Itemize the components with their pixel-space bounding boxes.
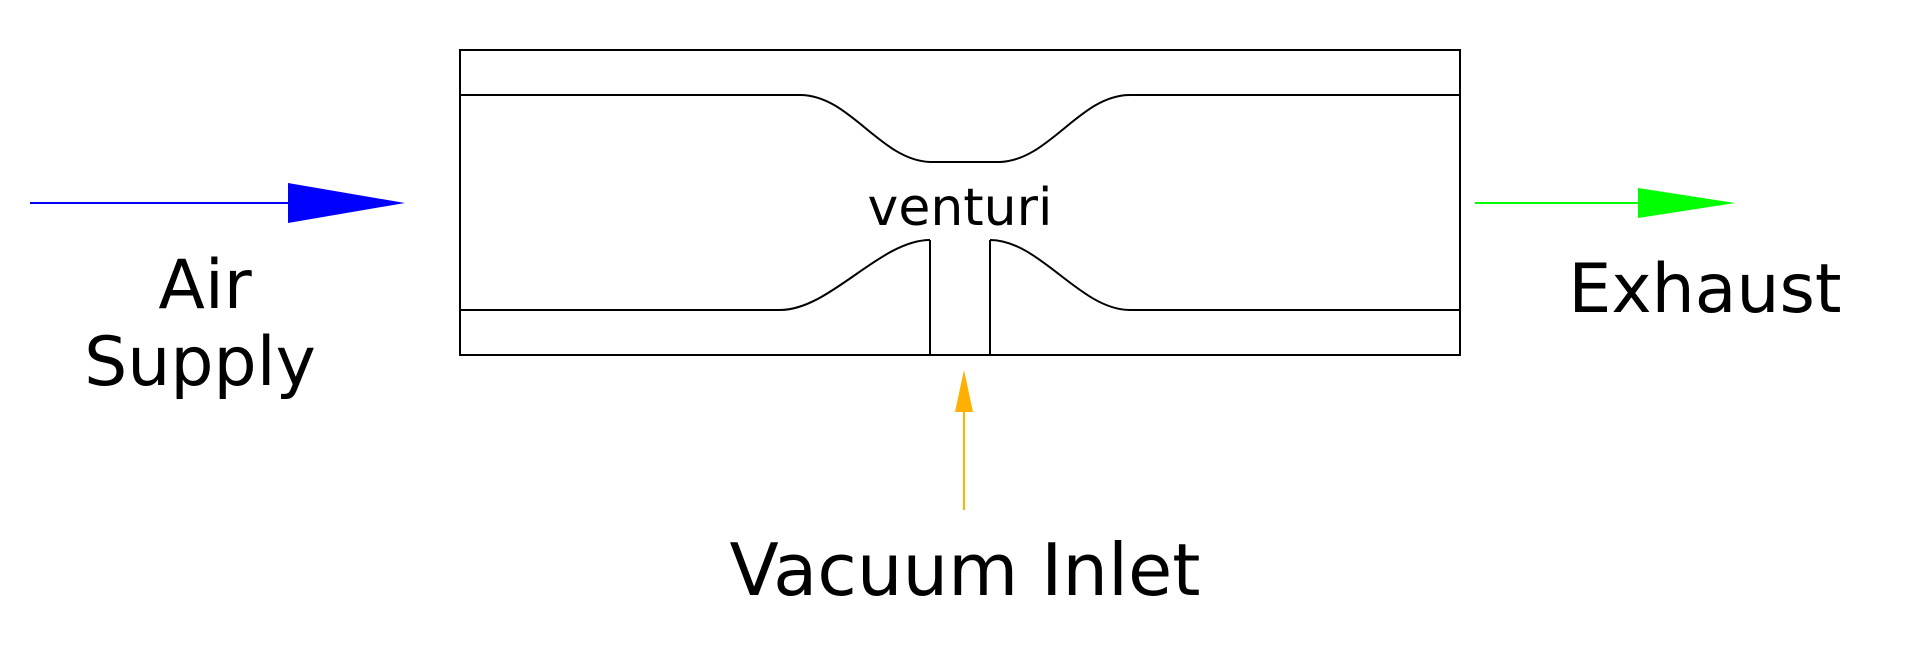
venturi-upper-wall	[460, 94, 1460, 163]
venturi-lower-wall-right	[989, 239, 1460, 311]
venturi-body-outline	[459, 49, 1461, 356]
vacuum-inlet-arrow-icon	[955, 370, 973, 412]
venturi-label: venturi	[868, 178, 1053, 238]
exhaust-arrow-icon	[1638, 188, 1735, 218]
vacuum-inlet-label: Vacuum Inlet	[729, 528, 1200, 612]
air-supply-arrow-icon	[288, 183, 405, 223]
air-supply-label-line2: Supply	[84, 323, 316, 402]
venturi-lower-wall-left	[460, 239, 931, 311]
air-supply-label-line1: Air	[158, 246, 251, 325]
exhaust-label: Exhaust	[1568, 250, 1841, 329]
